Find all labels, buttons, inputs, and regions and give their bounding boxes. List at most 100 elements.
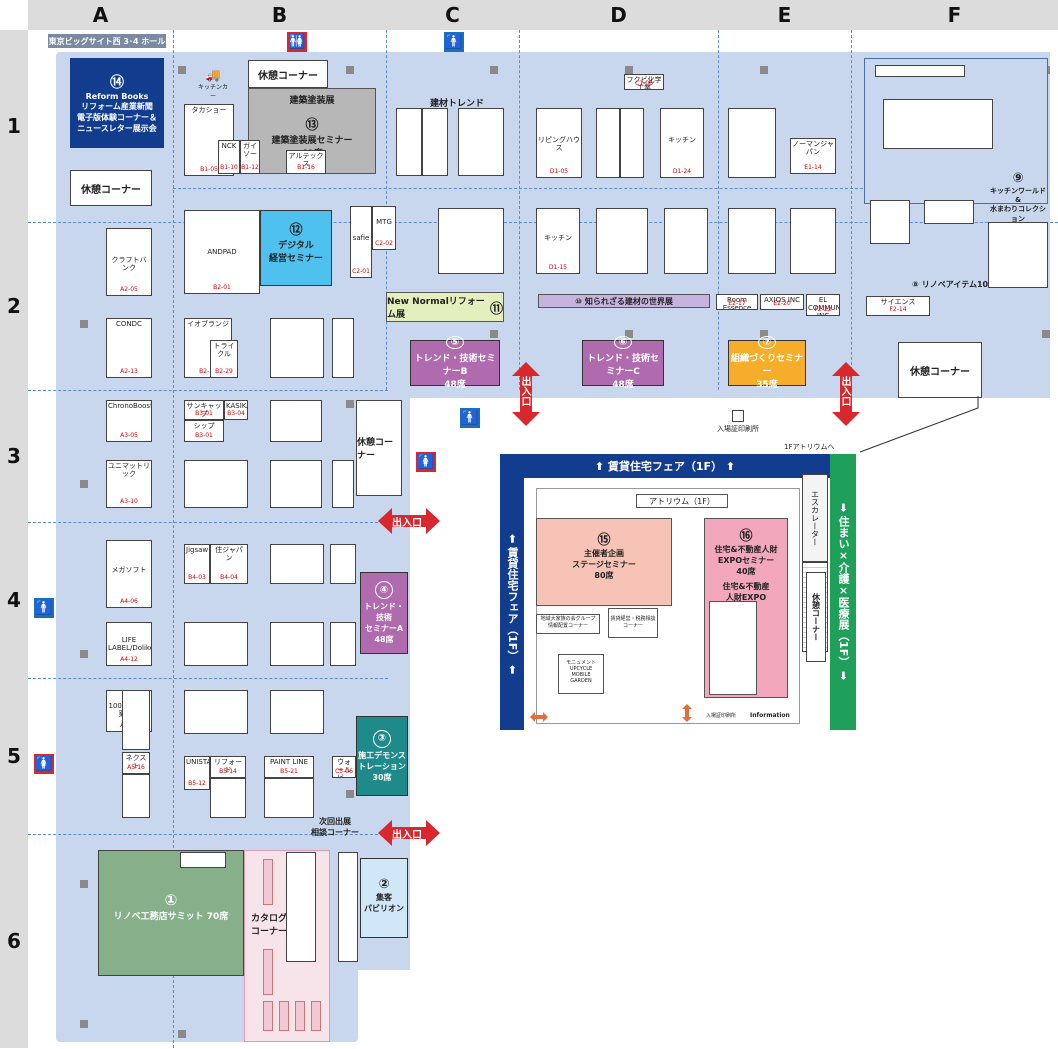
zone-number: ⑭	[110, 75, 124, 91]
booth[interactable]	[184, 460, 248, 508]
booth[interactable]	[870, 200, 910, 244]
exit-arrow-icon	[512, 362, 540, 426]
booth[interactable]	[270, 460, 322, 508]
hall-floor-white-gap	[410, 400, 500, 440]
booth[interactable]: KASIKAB3-04	[224, 400, 248, 420]
renovation-summit-zone[interactable]: ① リノベ工務店サミット 70席	[98, 850, 244, 976]
trend-seminar-b-zone[interactable]: ⑤ トレンド・技術セミナーB 48席	[410, 336, 500, 390]
booth[interactable]	[338, 852, 358, 962]
rest-corner: 休憩コーナー	[356, 400, 402, 496]
booth[interactable]	[330, 544, 356, 584]
stage-seminar-zone[interactable]: ⑮ 主催者企画 ステージセミナー 80席	[536, 518, 672, 606]
zone-line: 80席	[594, 571, 614, 580]
booth[interactable]	[332, 460, 354, 508]
zone-line: 35席	[756, 380, 778, 390]
booth[interactable]: ウォールビートC5-06	[332, 756, 356, 778]
reform-books-zone[interactable]: ⑭ Reform Books リフォーム産業新聞 電子版体験コーナー＆ ニュース…	[70, 58, 164, 148]
booth[interactable]	[728, 108, 776, 178]
hr-expo-zone[interactable]: ⑯ 住宅&不動産人財 EXPOセミナー 40席 住宅&不動産 人財EXPO	[704, 518, 788, 698]
booth[interactable]	[790, 208, 836, 274]
booth[interactable]	[664, 208, 708, 274]
sumai-fair-right-band[interactable]: ➡ 住まい×介護×医療展（1F） ➡	[830, 454, 856, 730]
column-header-e: E	[718, 0, 852, 30]
row-header-1: 1	[0, 30, 28, 223]
booth[interactable]	[270, 400, 322, 442]
booth[interactable]	[286, 852, 316, 962]
booth[interactable]: ChronoBoosterA3-05	[106, 400, 152, 442]
column-header-c: C	[386, 0, 520, 30]
atrium-label: アトリウム（1F）	[636, 494, 728, 508]
attract-pavilion-zone[interactable]: ② 集客 パビリオン	[360, 858, 408, 938]
kitchen-world-zone[interactable]: ⑨ キッチンワールド& 水まわりコレクション	[864, 58, 1048, 223]
zone-line: 40席	[736, 567, 756, 576]
exit-arrow-icon	[378, 508, 440, 534]
booth[interactable]	[728, 208, 776, 274]
exit-arrow-icon	[832, 362, 860, 426]
rental-fair-top-band[interactable]: ⬆ 賃貸住宅フェア（1F） ⬆	[500, 454, 830, 478]
trend-seminar-a-zone[interactable]: ④ トレンド・技術 セミナーA 48席	[360, 572, 408, 654]
zone-number: ⑬	[305, 118, 319, 133]
booth[interactable]	[270, 544, 324, 584]
booth[interactable]	[438, 208, 504, 274]
booth[interactable]	[988, 222, 1048, 288]
booth[interactable]	[180, 852, 226, 868]
booth[interactable]	[330, 622, 356, 666]
booth[interactable]	[264, 778, 314, 818]
booth[interactable]	[332, 318, 354, 378]
building-paint-zone[interactable]: 建築塗装展 ⑬ 建築塗装展セミナー 49席	[248, 88, 376, 174]
booth[interactable]	[924, 200, 974, 224]
booth[interactable]	[596, 208, 648, 274]
booth[interactable]	[210, 778, 246, 818]
booth[interactable]	[422, 108, 448, 176]
booth[interactable]	[270, 690, 324, 734]
booth[interactable]	[458, 108, 504, 176]
booth[interactable]	[396, 108, 422, 176]
zone-number: ①	[164, 891, 178, 909]
trend-seminar-c-zone[interactable]: ⑥ トレンド・技術セミナーC 48席	[582, 336, 664, 390]
booth[interactable]	[122, 774, 150, 818]
organization-seminar-zone[interactable]: ⑦ 組織づくりセミナー 35席	[728, 336, 806, 390]
unknown-materials-zone[interactable]: ⑩ 知られざる建材の世界展	[538, 294, 710, 308]
new-normal-zone[interactable]: New Normalリフォーム展 ⑪	[386, 292, 504, 322]
booth[interactable]	[270, 622, 324, 666]
booth[interactable]	[270, 318, 324, 378]
digital-seminar-zone[interactable]: ⑫ デジタル 経営セミナー	[260, 210, 332, 286]
booth[interactable]	[620, 108, 644, 178]
booth[interactable]	[596, 108, 620, 178]
rental-fair-left-band[interactable]: ⬅ 賃貸住宅フェア（1F） ⬅	[500, 478, 524, 730]
construction-demo-zone[interactable]: ③ 施工デモンス トレーション 30席	[356, 716, 408, 796]
booth[interactable]	[122, 690, 150, 750]
booth[interactable]	[184, 690, 248, 734]
booth[interactable]	[184, 622, 248, 666]
toilet-icon: 🚺	[416, 452, 436, 472]
